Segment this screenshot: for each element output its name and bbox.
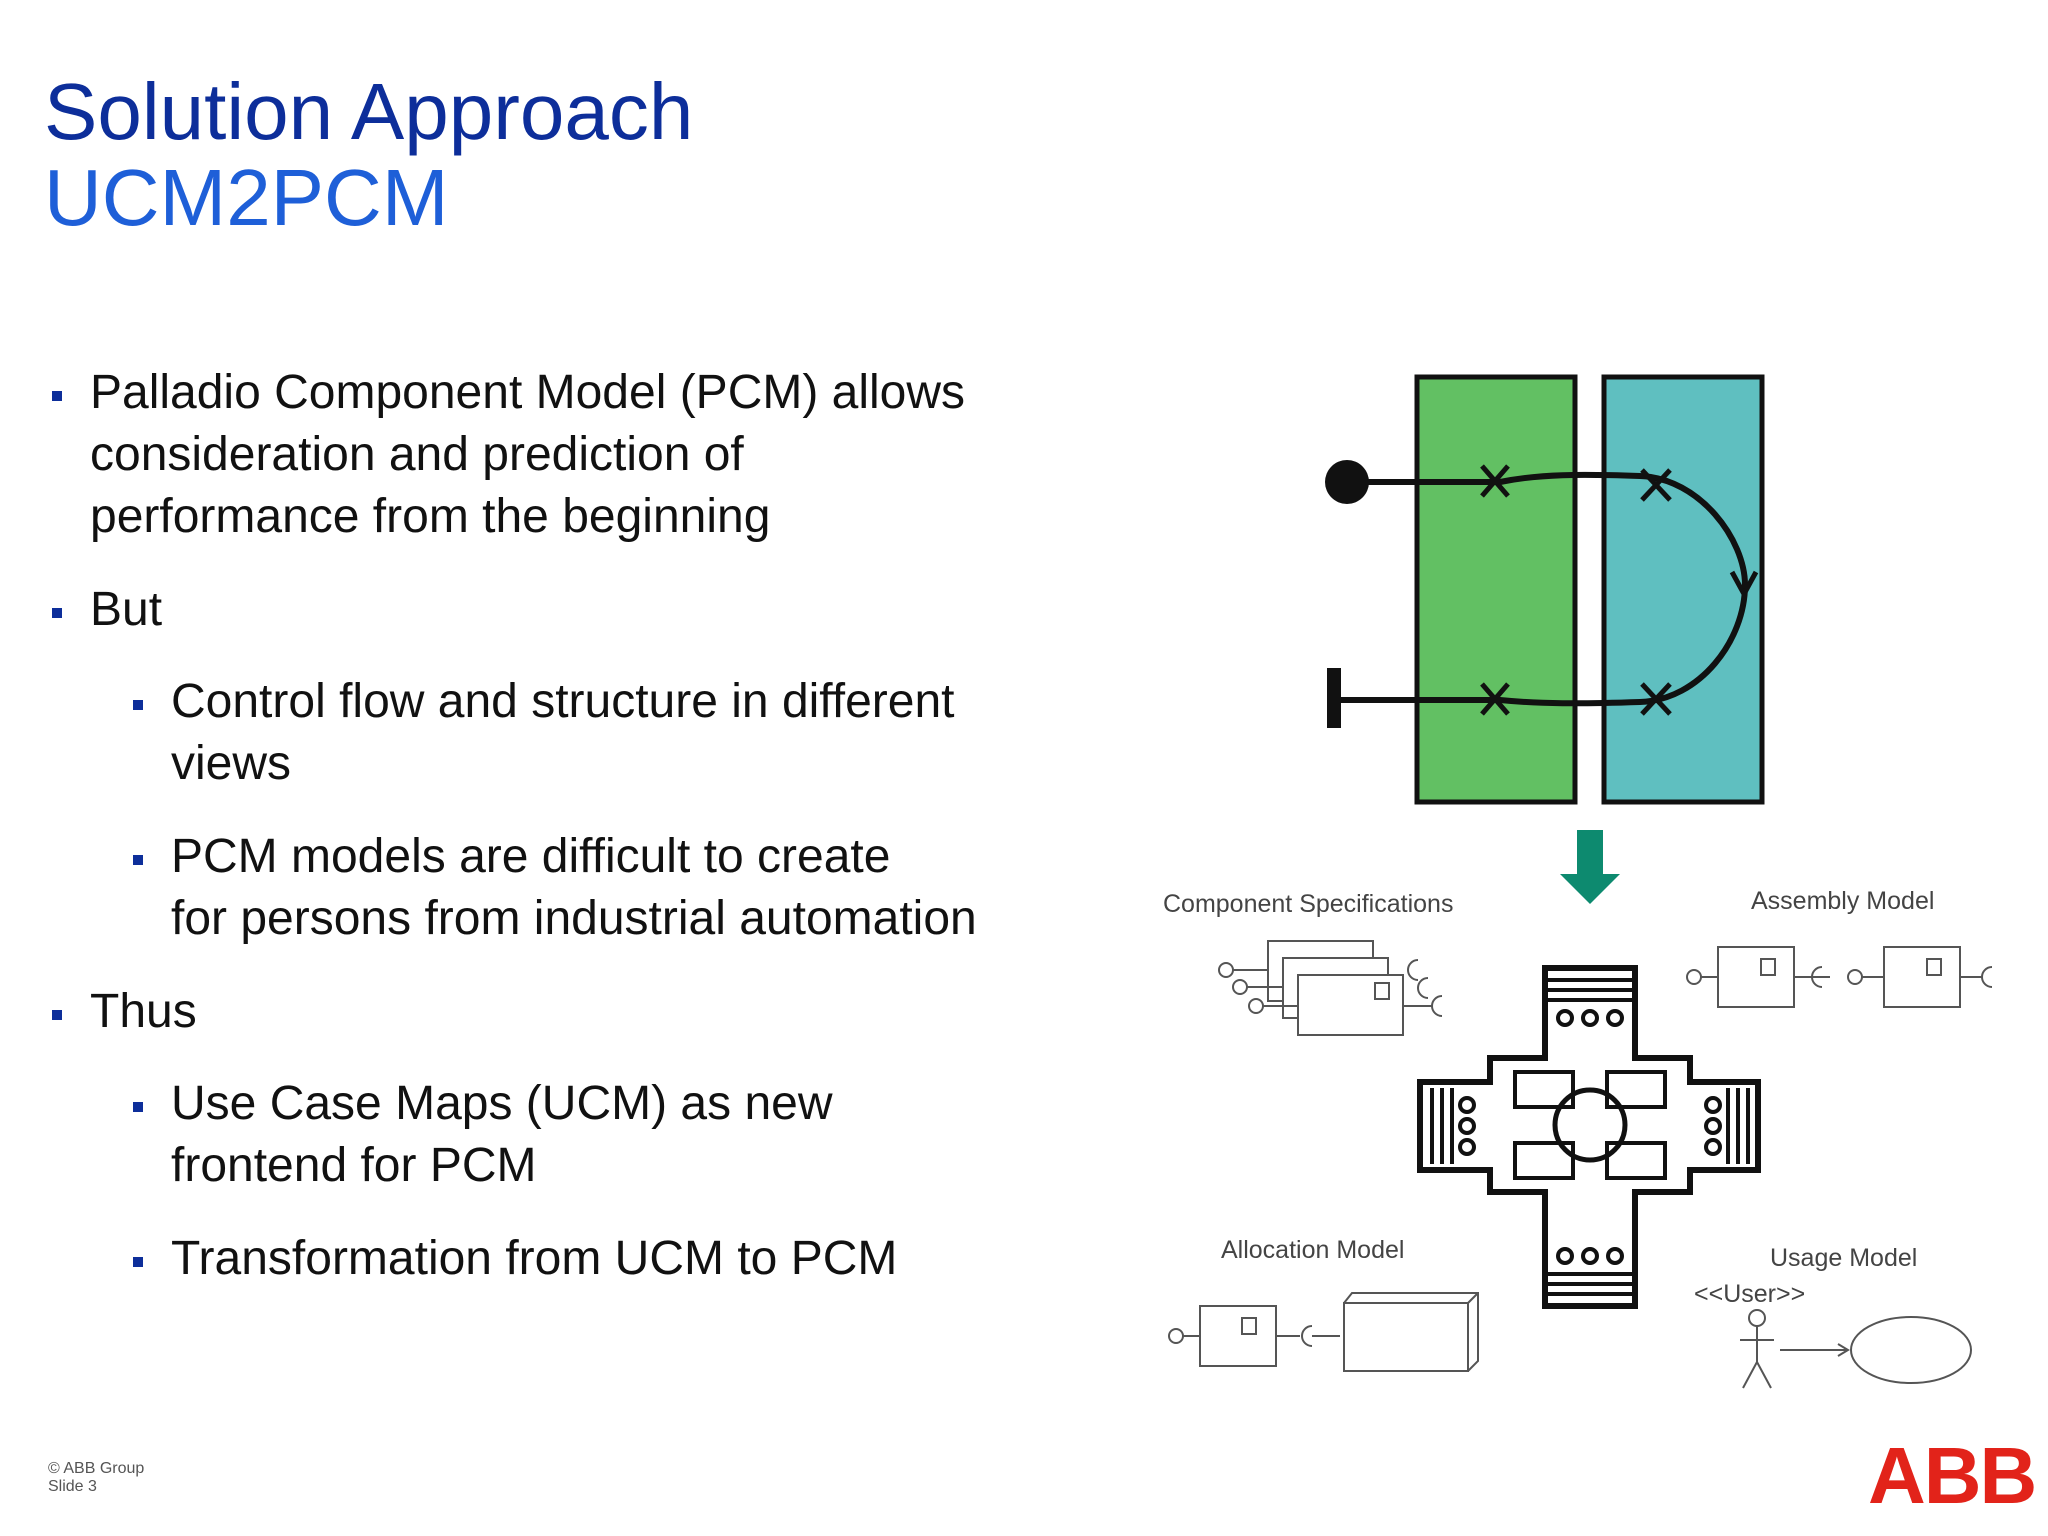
assembly-model-icon: [1686, 946, 1993, 1008]
sub-bullet-marker: [133, 1102, 143, 1112]
usage-model-label: Usage Model: [1770, 1244, 1917, 1272]
responsibility-icon: [1480, 682, 1510, 716]
sub-bullet-marker: [133, 1257, 143, 1267]
bullet-line: But: [90, 583, 163, 636]
bullet-line: for persons from industrial automation: [171, 892, 977, 945]
bullet-line: consideration and prediction of: [90, 428, 744, 481]
path-arrowhead-icon: [1729, 570, 1759, 600]
bullet-line: Thus: [90, 985, 197, 1038]
component-box-left: [1414, 374, 1578, 805]
bullet-line: Control flow and structure in different: [171, 675, 955, 728]
copyright-text: © ABB Group: [48, 1460, 145, 1477]
footer: © ABB Group Slide 3: [48, 1460, 144, 1496]
bullet-line: Palladio Component Model (PCM) allows: [90, 366, 966, 419]
bullet-line: Transformation from UCM to PCM: [171, 1232, 898, 1285]
usage-model-icon: [1740, 1309, 1972, 1389]
sub-bullet-item: Use Case Maps (UCM) as new frontend for …: [171, 1073, 1051, 1197]
usage-scenario-icon: [1850, 1316, 1972, 1384]
user-actor-icon: [1748, 1309, 1766, 1327]
abb-logo-text: ABB: [1868, 1431, 2037, 1520]
bullet-marker: [52, 391, 62, 401]
bullet-item: But: [90, 579, 1050, 641]
palladio-logo-icon: [1417, 965, 1761, 1309]
slide-number: Slide 3: [48, 1478, 97, 1495]
bullet-line: frontend for PCM: [171, 1139, 537, 1192]
bullet-item: Thus: [90, 981, 1050, 1043]
bullet-line: performance from the beginning: [90, 490, 771, 543]
responsibility-icon: [1640, 682, 1672, 716]
responsibility-marks: [1480, 464, 1672, 716]
sub-bullet-marker: [133, 855, 143, 865]
user-stereotype-label: <<User>>: [1694, 1280, 1805, 1308]
use-case-map: [1325, 374, 1765, 805]
assembly-model-label: Assembly Model: [1751, 887, 1934, 915]
sub-bullet-item: PCM models are difficult to create for p…: [171, 826, 1051, 950]
path-line: [1334, 471, 1749, 707]
component-box-right: [1601, 374, 1765, 805]
responsibility-icon: [1480, 464, 1510, 498]
component-specifications-icon: [1218, 940, 1443, 1036]
slide-title: Solution Approach: [44, 67, 694, 156]
transformation-arrow: [1560, 830, 1620, 904]
allocation-model-icon: [1168, 1292, 1479, 1372]
component-specifications-label: Component Specifications: [1163, 890, 1453, 918]
sub-bullet-item: Transformation from UCM to PCM: [171, 1228, 1051, 1290]
abb-logo: ABB: [1868, 1436, 2037, 1516]
arrow-down-icon: [1560, 874, 1620, 904]
bullet-marker: [52, 1010, 62, 1020]
responsibility-icon: [1640, 468, 1672, 502]
arrow-shaft: [1577, 830, 1603, 874]
allocation-model-label: Allocation Model: [1221, 1236, 1404, 1264]
bullet-marker: [52, 608, 62, 618]
bullet-line: Use Case Maps (UCM) as new: [171, 1077, 833, 1130]
bullet-item: Palladio Component Model (PCM) allows co…: [90, 362, 1050, 548]
sub-bullet-marker: [133, 700, 143, 710]
bullet-line: views: [171, 737, 292, 790]
sub-bullet-item: Control flow and structure in different …: [171, 671, 1051, 795]
slide-subtitle: UCM2PCM: [44, 153, 449, 242]
bullet-line: PCM models are difficult to create: [171, 830, 891, 883]
